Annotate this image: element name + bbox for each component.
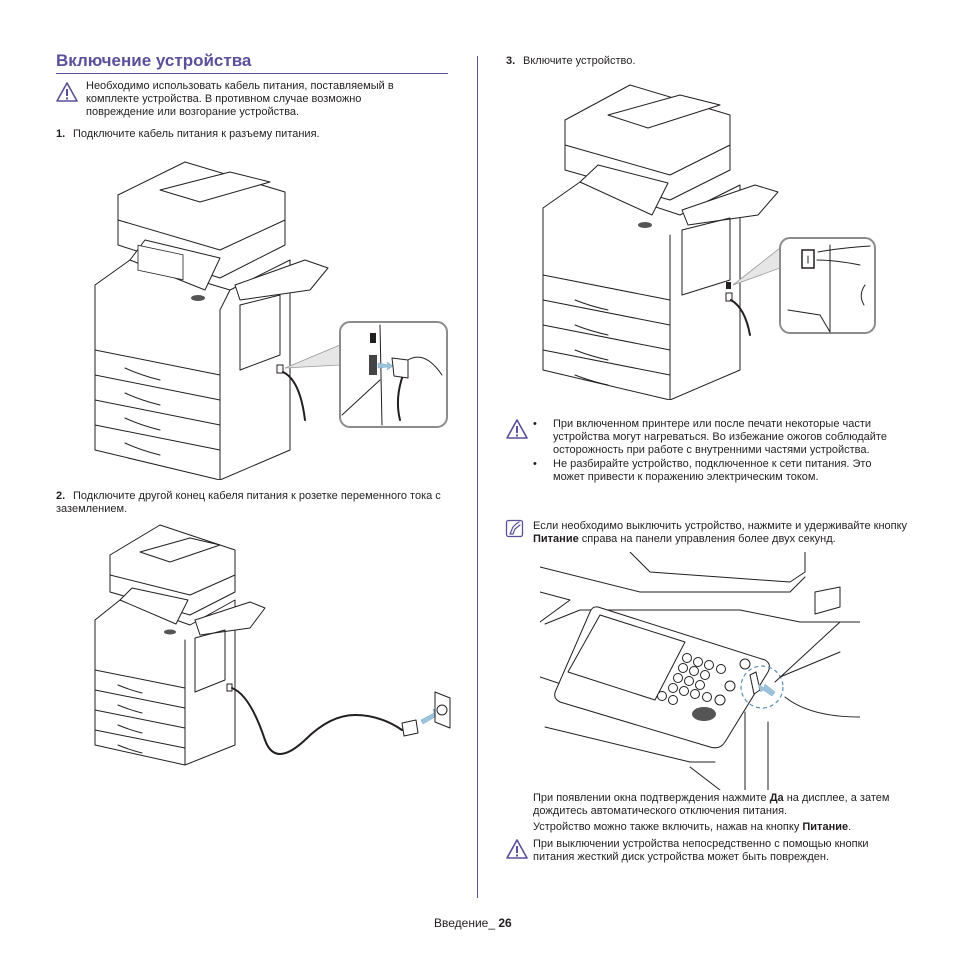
power-on-tip-text: Устройство можно также включить, нажав н… (533, 821, 908, 834)
warning-triangle-icon (55, 81, 79, 103)
printer-power-switch-illustration (542, 84, 876, 400)
power-button-name: Питание (533, 533, 579, 545)
step-number: 2. (56, 490, 66, 502)
confirm-shutdown-text: При появлении окна подтверждения нажмите… (533, 792, 908, 818)
yes-button-name: Да (769, 792, 784, 804)
tip-text-before: Устройство можно также включить, нажав н… (533, 821, 803, 833)
page-number: 26 (498, 916, 512, 930)
control-panel-power-button-illustration (540, 552, 860, 790)
warning-bullet-text: Не разбирайте устройство, подключенное к… (553, 458, 872, 483)
tip-text-after: . (848, 821, 852, 833)
warning-triangle-icon (505, 418, 529, 440)
page-title: Включение устройства (56, 51, 252, 70)
footer-section: Введение_ (434, 916, 499, 930)
note-pencil-icon (505, 519, 525, 539)
step-text: Подключите кабель питания к разъему пита… (73, 128, 320, 140)
warning-text-cord: Необходимо использовать кабель питания, … (86, 80, 394, 118)
switch-callout (732, 237, 876, 334)
step-2: 2.Подключите другой конец кабеля питания… (56, 490, 456, 516)
plug-and-outlet (401, 691, 451, 737)
title-underline (56, 73, 448, 74)
printer-plug-to-wall-outlet-illustration (94, 524, 451, 766)
warning-text-hdd: При выключении устройства непосредственн… (533, 838, 869, 863)
confirm-text-before: При появлении окна подтверждения нажмите (533, 792, 770, 804)
connector-callout (284, 321, 448, 428)
step-1: 1. Подключите кабель питания к разъему пи… (56, 128, 456, 141)
bullet-dot: • (533, 458, 537, 470)
note-text-before: Если необходимо выключить устройство, на… (533, 520, 908, 532)
printer-drawing (94, 161, 329, 480)
heat-shock-warnings: • При включенном принтере или после печат… (533, 418, 903, 484)
confirm-text-after: на дисплее, а затем дождитесь автоматиче… (533, 792, 890, 817)
step-number: 1. (56, 128, 66, 140)
power-button-name: Питание (802, 821, 849, 833)
page-footer: Введение_ 26 (434, 916, 512, 930)
printer-power-cord-connector-illustration (94, 161, 448, 480)
step-3: 3. Включите устройство. (506, 55, 906, 68)
step-number: 3. (506, 55, 516, 67)
step-text: Включите устройство. (523, 55, 636, 67)
warning-bullet-text: При включенном принтере или после печати… (553, 418, 887, 456)
note-power-off-text: Если необходимо выключить устройство, на… (533, 520, 908, 546)
warning-bullet: • Не разбирайте устройство, подключенное … (533, 458, 903, 484)
note-text-after: справа на панели управления более двух с… (578, 533, 836, 545)
keypad (657, 653, 751, 721)
step-text: Подключите другой конец кабеля питания к… (56, 490, 441, 515)
control-panel-drawing (540, 552, 860, 790)
bullet-dot: • (533, 418, 537, 430)
warning-bullet: • При включенном принтере или после печат… (533, 418, 903, 457)
power-cable (231, 687, 403, 755)
warning-triangle-icon (505, 838, 529, 860)
printer-drawing (542, 84, 779, 400)
column-divider (477, 56, 478, 898)
printer-drawing (94, 524, 266, 766)
